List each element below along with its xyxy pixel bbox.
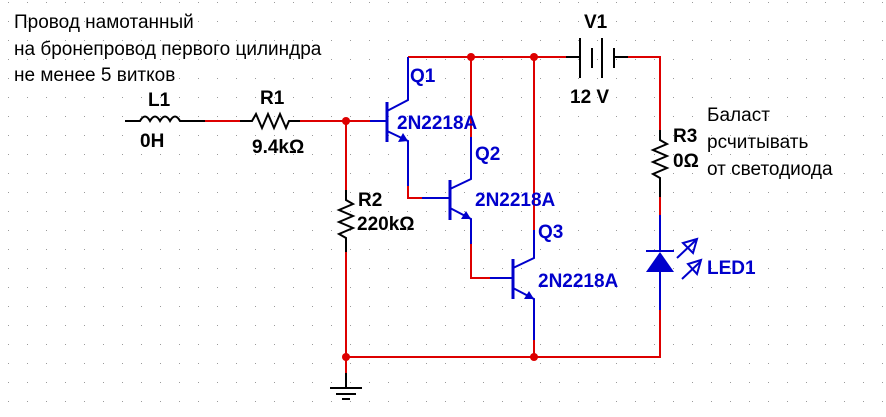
q2-emitter-arrow	[461, 211, 471, 219]
led1-ref: LED1	[707, 258, 756, 279]
coil-note: Провод намотанный на бронепровод первого…	[14, 12, 322, 86]
junction-dot	[530, 53, 538, 61]
ground-icon	[330, 373, 362, 400]
light-emission-icon	[676, 237, 703, 280]
ballast-note-line-1: Баласт	[707, 105, 770, 126]
coil-note-line-2: на бронепровод первого цилиндра	[14, 39, 322, 60]
wire-led-bottom	[346, 310, 661, 358]
wire-q1e-q2b	[407, 186, 422, 199]
q2-ref: Q2	[475, 144, 500, 165]
resistor-r2[interactable]: R2 220kΩ	[336, 190, 415, 252]
transistor-q2[interactable]: Q2 2N2218A	[422, 137, 556, 244]
q1-emitter-arrow	[398, 133, 408, 142]
v1-value: 12 V	[570, 87, 609, 108]
resistor-symbol	[650, 130, 670, 197]
wire-q2e-q3b	[470, 244, 490, 279]
junction-dot	[467, 53, 475, 61]
q2-model: 2N2218A	[475, 190, 556, 211]
transistor-q3[interactable]: Q3 2N2218A	[490, 222, 619, 340]
transistor-q1[interactable]: Q1 2N2218A	[370, 57, 478, 186]
wire-v1-right	[628, 56, 661, 130]
q3-emitter-arrow	[524, 291, 534, 299]
q2-collector	[449, 137, 472, 190]
l1-ref: L1	[148, 90, 171, 111]
coil-note-line-3: не менее 5 витков	[14, 65, 175, 86]
v1-ref: V1	[584, 12, 608, 33]
resistor-symbol	[240, 111, 300, 131]
inductor-l1[interactable]: L1 0H	[125, 90, 205, 152]
junctions	[342, 53, 538, 361]
coil-note-line-1: Провод намотанный	[14, 12, 194, 33]
battery-v1[interactable]: V1 12 V	[566, 12, 628, 108]
ballast-note-line-2: рсчитывать	[707, 132, 808, 153]
resistor-r1[interactable]: R1 9.4kΩ	[240, 88, 304, 158]
q3-model: 2N2218A	[538, 271, 619, 292]
r3-value: 0Ω	[673, 151, 699, 172]
led-anode-triangle	[646, 252, 674, 272]
resistor-symbol	[336, 190, 356, 252]
r1-ref: R1	[260, 88, 285, 109]
r2-ref: R2	[358, 190, 382, 211]
r3-ref: R3	[673, 126, 697, 147]
ballast-note: Баласт рсчитывать от светодиода	[707, 105, 833, 180]
q1-collector	[386, 57, 409, 112]
led-led1[interactable]: LED1	[646, 215, 756, 310]
junction-dot	[342, 117, 350, 125]
ballast-note-line-3: от светодиода	[707, 159, 833, 180]
r2-value: 220kΩ	[357, 214, 415, 235]
q1-ref: Q1	[410, 66, 436, 87]
q1-model: 2N2218A	[397, 113, 478, 134]
resistor-r3[interactable]: R3 0Ω	[650, 126, 699, 197]
junction-dot	[530, 353, 538, 361]
q3-collector	[512, 230, 535, 269]
junction-dot	[342, 353, 350, 361]
r1-value: 9.4kΩ	[252, 137, 304, 158]
inductor-symbol	[125, 115, 205, 124]
l1-value: 0H	[140, 131, 164, 152]
q3-ref: Q3	[538, 222, 563, 243]
